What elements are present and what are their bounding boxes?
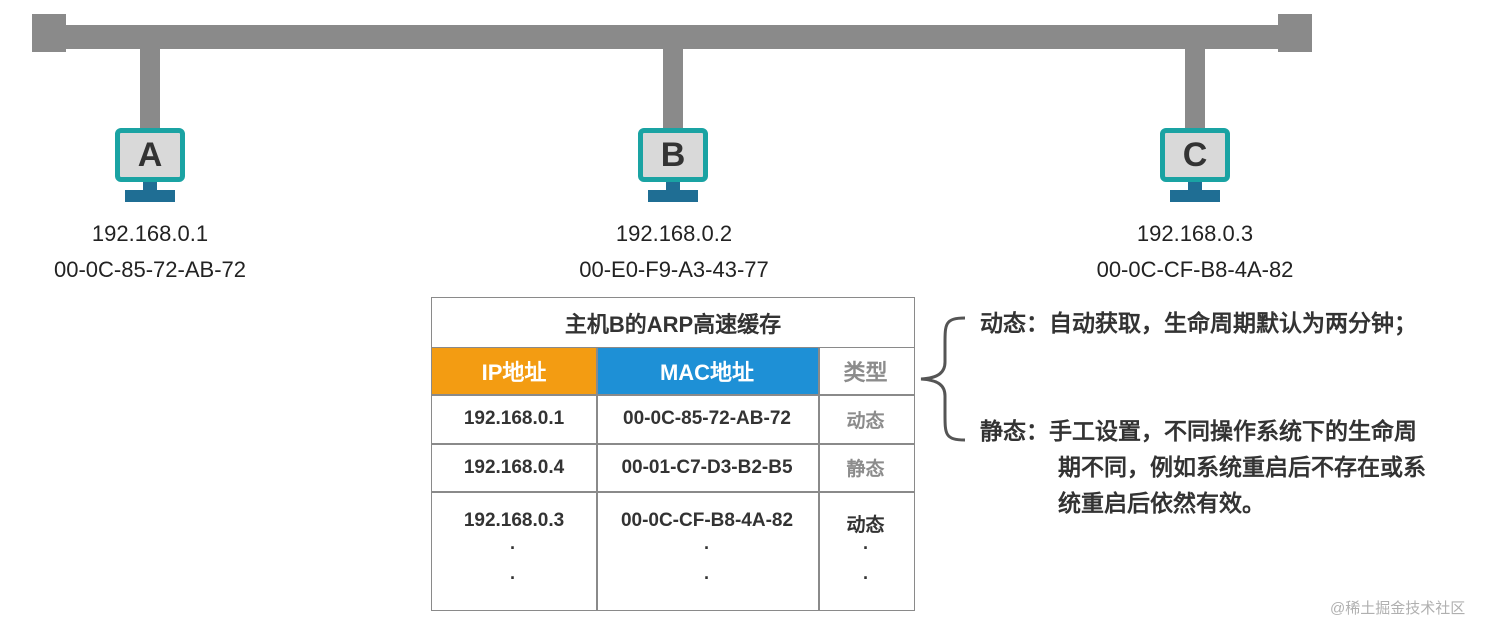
row-divider: [432, 443, 914, 445]
drop-line-b: [663, 40, 683, 132]
host-a-info: 192.168.0.1 00-0C-85-72-AB-72: [20, 216, 280, 288]
static-label: 静态：: [980, 418, 1049, 444]
host-b-screen: B: [638, 128, 708, 182]
static-text-line3: 统重启后依然有效。: [1058, 490, 1265, 516]
host-c-mac: 00-0C-CF-B8-4A-82: [1096, 257, 1294, 282]
row-divider: [432, 491, 914, 493]
table-cell-mac: 00-0C-CF-B8-4A-82: [620, 510, 794, 531]
table-cell-type: 动态: [846, 410, 885, 432]
host-b-mac: 00-E0-F9-A3-43-77: [579, 257, 769, 282]
col-divider: [818, 348, 820, 610]
host-c-ip: 192.168.0.3: [1136, 221, 1254, 246]
ellipsis-dot: ·: [863, 568, 869, 588]
ellipsis-dot: ·: [704, 538, 710, 558]
col-divider: [596, 348, 598, 610]
dynamic-note: 动态：自动获取，生命周期默认为两分钟；: [980, 305, 1417, 341]
static-text-line2: 期不同，例如系统重启后不存在或系: [1058, 454, 1426, 480]
header-ip: IP地址: [432, 348, 596, 394]
host-c-label: C: [1182, 135, 1208, 174]
dynamic-label: 动态：: [980, 310, 1049, 336]
drop-line-a: [140, 40, 160, 132]
host-a-ip: 192.168.0.1: [91, 221, 209, 246]
ellipsis-dot: ·: [863, 538, 869, 558]
host-b-label: B: [660, 135, 686, 174]
monitor-base: [1170, 190, 1220, 202]
bus-end-left: [32, 14, 66, 52]
monitor-base: [125, 190, 175, 202]
host-a-computer-icon: A: [113, 128, 193, 208]
row-divider: [432, 394, 914, 396]
table-cell-ip: 192.168.0.3: [463, 510, 565, 531]
table-cell-mac: 00-01-C7-D3-B2-B5: [621, 456, 793, 478]
monitor-base: [648, 190, 698, 202]
host-a-screen: A: [115, 128, 185, 182]
header-type: 类型: [843, 360, 888, 385]
table-cell-ip: 192.168.0.1: [463, 408, 565, 429]
monitor-stand: [1188, 182, 1202, 190]
drop-line-c: [1185, 40, 1205, 132]
monitor-stand: [666, 182, 680, 190]
host-a-label: A: [137, 135, 163, 174]
table-cell-type: 动态: [846, 514, 885, 536]
host-c-screen: C: [1160, 128, 1230, 182]
table-cell-type: 静态: [846, 459, 885, 480]
curly-brace-icon: [920, 316, 966, 442]
host-b-computer-icon: B: [636, 128, 716, 208]
ellipsis-dot: ·: [704, 568, 710, 588]
dynamic-text: 自动获取，生命周期默认为两分钟；: [1049, 310, 1417, 336]
table-cell-mac: 00-0C-85-72-AB-72: [623, 408, 791, 429]
ellipsis-dot: ·: [510, 568, 516, 588]
table-cell-ip: 192.168.0.4: [463, 456, 565, 478]
arp-cache-table: 主机B的ARP高速缓存 IP地址 MAC地址 类型 192.168.0.1 00…: [431, 297, 915, 611]
arp-table-title: 主机B的ARP高速缓存: [432, 298, 914, 348]
header-mac: MAC地址: [596, 348, 818, 394]
watermark: @稀土掘金技术社区: [1330, 600, 1466, 617]
ellipsis-dot: ·: [510, 538, 516, 558]
monitor-stand: [143, 182, 157, 190]
static-text-line1: 手工设置，不同操作系统下的生命周: [1049, 418, 1417, 444]
bus-end-right: [1278, 14, 1312, 52]
host-c-computer-icon: C: [1158, 128, 1238, 208]
host-c-info: 192.168.0.3 00-0C-CF-B8-4A-82: [1065, 216, 1325, 288]
host-b-ip: 192.168.0.2: [615, 221, 733, 246]
host-b-info: 192.168.0.2 00-E0-F9-A3-43-77: [544, 216, 804, 288]
host-a-mac: 00-0C-85-72-AB-72: [54, 257, 246, 282]
static-note: 静态：手工设置，不同操作系统下的生命周: [980, 413, 1417, 449]
